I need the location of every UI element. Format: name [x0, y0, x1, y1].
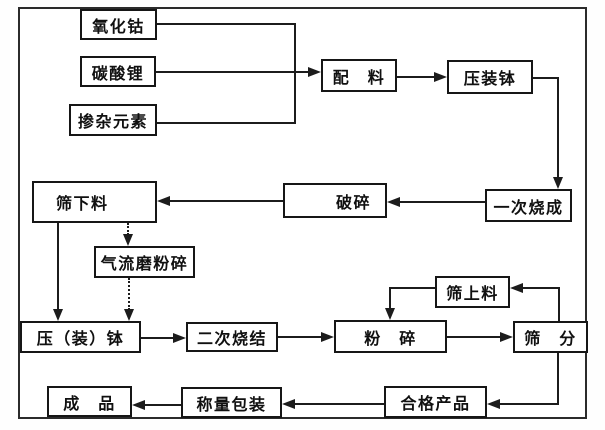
node-press-sagger: 压装钵 [447, 60, 533, 94]
edge-batching-press-sagger-line [397, 76, 434, 78]
edge-press-sagger-first-sintering-vline [557, 77, 559, 178]
edge-jet-mill-press-sagger-2-dotted-line [128, 278, 130, 310]
edge-batching-arrowhead [308, 67, 321, 77]
node-lithium-carbonate: 碳酸锂 [80, 56, 156, 87]
edge-weighing-finished-arrowhead [132, 400, 145, 410]
node-finished-product: 成 品 [47, 386, 132, 417]
edge-undersize-jet-mill-dotted-line [127, 223, 129, 235]
edge-sieving-oversize-vline [558, 287, 560, 322]
node-batching: 配 料 [321, 59, 397, 92]
edge-oversize-milling-vline [389, 287, 391, 309]
edge-sieving-qualified-arrowhead [487, 399, 500, 409]
edge-qualified-weighing-arrowhead [282, 399, 295, 409]
node-first-sintering: 一次烧成 [485, 189, 572, 222]
edge-batching-press-sagger-arrowhead [434, 72, 447, 82]
edge-oversize-milling-arrowhead [385, 308, 395, 320]
edge-sieving-oversize-arrowhead [510, 283, 523, 293]
edge-weighing-finished-line [145, 404, 181, 406]
edge-crushing-undersize-line [170, 200, 283, 202]
edge-press-sagger-2-second-sintering-arrowhead [173, 333, 186, 343]
node-qualified-product: 合格产品 [384, 386, 487, 418]
edge-jet-mill-press-sagger-2-arrowhead [124, 309, 134, 321]
edge-undersize-press-sagger-2-arrowhead [53, 309, 63, 321]
edge-first-sintering-crushing-line [400, 201, 485, 203]
edge-press-sagger-2-second-sintering-line [141, 337, 173, 339]
node-sieving: 筛 分 [513, 321, 588, 353]
edge-doping-elements-batching-line [157, 122, 296, 124]
edge-oversize-milling-hline [390, 287, 435, 289]
edge-crushing-undersize-arrowhead [157, 196, 170, 206]
node-weighing-packaging: 称量包装 [181, 387, 282, 418]
edge-second-sintering-milling-arrowhead [321, 332, 334, 342]
node-second-sintering: 二次烧结 [186, 322, 278, 352]
node-milling: 粉 碎 [334, 320, 447, 353]
edge-qualified-weighing-line [295, 403, 384, 405]
edge-milling-sieving-line [447, 336, 500, 338]
edge-press-sagger-first-sintering-hline [533, 77, 559, 79]
edge-junction-vertical-line [294, 23, 296, 124]
edge-sieving-oversize-hline [522, 287, 560, 289]
node-undersize-material: 筛下料 [32, 181, 157, 223]
node-doping-elements: 掺杂元素 [69, 104, 157, 136]
edge-lithium-carbonate-batching-line [156, 71, 308, 73]
edge-cobalt-oxide-batching-line [157, 23, 296, 25]
node-cobalt-oxide: 氧化钴 [80, 9, 157, 40]
edge-milling-sieving-arrowhead [500, 332, 513, 342]
edge-sieving-qualified-hline [500, 403, 559, 405]
node-press-sagger-2: 压（装）钵 [20, 321, 141, 353]
node-oversize-material: 筛上料 [435, 276, 510, 308]
edge-sieving-qualified-vline [557, 353, 559, 405]
edge-first-sintering-crushing-arrowhead [387, 197, 400, 207]
edge-press-sagger-first-sintering-arrowhead [553, 177, 563, 189]
edge-undersize-jet-mill-arrowhead [123, 234, 133, 246]
node-crushing: 破碎 [283, 183, 387, 218]
edge-second-sintering-milling-line [278, 336, 321, 338]
edge-undersize-press-sagger-2-line [57, 223, 59, 310]
node-jet-mill-grinding: 气流磨粉碎 [94, 246, 195, 278]
